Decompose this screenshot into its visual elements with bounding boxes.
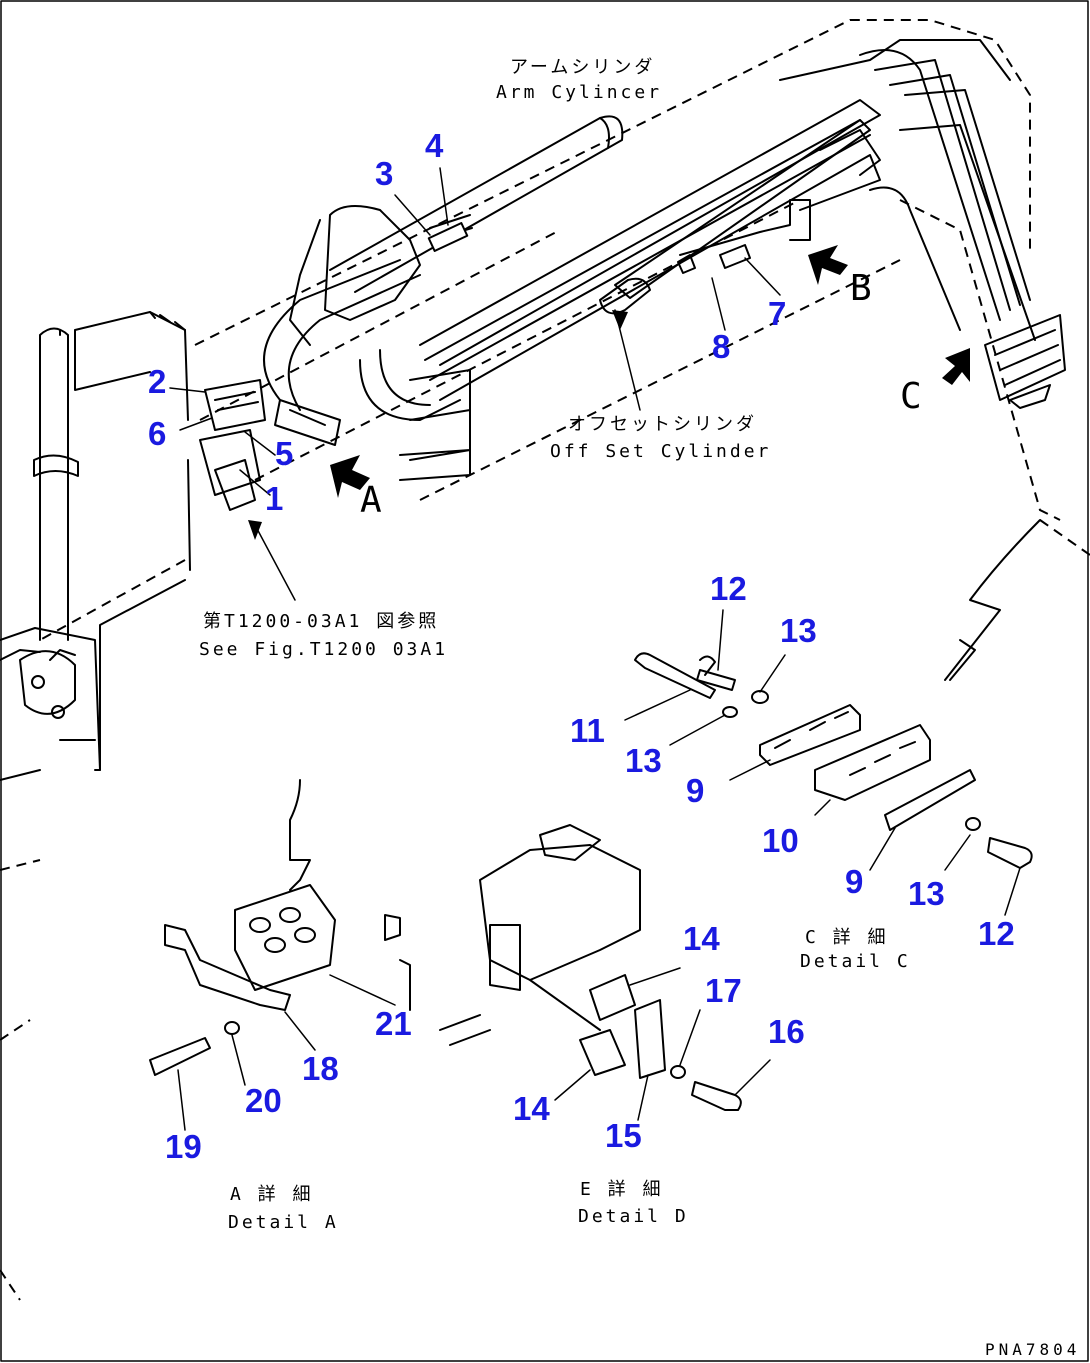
callout-9b: 9 — [845, 863, 863, 900]
callout-13c: 13 — [908, 875, 945, 912]
detail-d-label-en: Detail D — [578, 1206, 689, 1227]
callout-13: 13 — [780, 612, 817, 649]
callout-8: 8 — [712, 328, 730, 365]
leader-lines — [169, 167, 1021, 1131]
fittings-c — [984, 314, 1066, 409]
drawing-code: PNA7804 — [985, 1340, 1080, 1359]
callout-11: 11 — [570, 712, 605, 749]
arm-cylinder-label-en: Arm Cylincer — [496, 82, 662, 103]
offset-cylinder-arrow — [612, 310, 628, 330]
callout-5: 5 — [275, 435, 293, 472]
callout-14: 14 — [683, 920, 720, 957]
arm-cylinder-label-jp: アームシリンダ — [510, 57, 655, 78]
view-arrow-b — [808, 245, 848, 285]
view-arrow-c — [942, 348, 970, 385]
view-letter-a: A — [360, 480, 382, 521]
callout-15: 15 — [605, 1117, 642, 1154]
callout-12b: 12 — [978, 915, 1015, 952]
callout-7: 7 — [768, 295, 786, 332]
callout-18: 18 — [302, 1050, 339, 1087]
detail-a-label-jp: A 詳 細 — [230, 1184, 314, 1205]
callout-10: 10 — [762, 822, 799, 859]
view-letter-c: C — [900, 376, 922, 417]
view-letter-b: B — [850, 268, 872, 309]
detail-a-label-en: Detail A — [228, 1212, 339, 1233]
callout-13b: 13 — [625, 742, 662, 779]
callout-17: 17 — [705, 972, 742, 1009]
callout-19: 19 — [165, 1128, 202, 1165]
offset-cylinder-label-en: Off Set Cylinder — [550, 441, 771, 462]
callout-1: 1 — [265, 480, 283, 517]
callout-20: 20 — [245, 1082, 282, 1119]
hose-loops — [263, 259, 471, 481]
detail-c-parts — [634, 652, 1033, 869]
callout-16: 16 — [768, 1013, 805, 1050]
callout-12: 12 — [710, 570, 747, 607]
callout-14b: 14 — [513, 1090, 550, 1127]
detail-c-label-en: Detail C — [800, 951, 911, 972]
clamp-group-left — [199, 379, 341, 511]
callout-2: 2 — [148, 363, 166, 400]
see-fig-label-en: See Fig.T1200 03A1 — [199, 639, 448, 660]
callout-4: 4 — [425, 127, 444, 164]
see-fig-label-jp: 第T1200-03A1 図参照 — [203, 611, 439, 632]
detail-d-parts — [439, 824, 742, 1111]
detail-c-label-jp: C 詳 細 — [805, 927, 889, 948]
arm-cylinder — [289, 115, 624, 346]
boom-post — [0, 311, 191, 781]
bracket-b — [677, 199, 811, 274]
detail-a-parts — [149, 779, 411, 1076]
right-structure — [944, 519, 1041, 681]
callout-9: 9 — [686, 772, 704, 809]
callout-21: 21 — [375, 1005, 412, 1042]
callout-3: 3 — [375, 155, 393, 192]
offset-cylinder — [419, 39, 1036, 401]
callout-6: 6 — [148, 415, 166, 452]
view-arrow-a — [330, 455, 370, 498]
detail-d-label-jp: E 詳 細 — [580, 1179, 664, 1200]
see-fig-arrow — [248, 520, 262, 540]
offset-cylinder-label-jp: オフセットシリンダ — [568, 414, 757, 435]
